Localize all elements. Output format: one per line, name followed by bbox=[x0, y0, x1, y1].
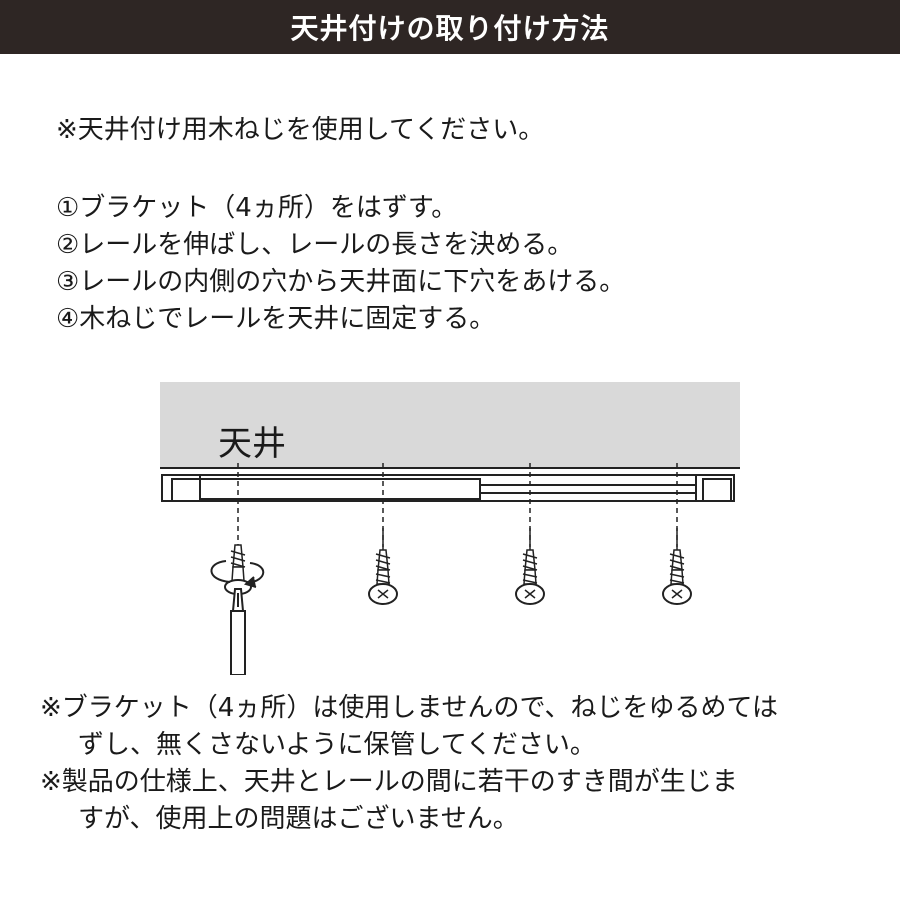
footer-notes: ※ブラケット（4ヵ所）は使用しませんので、ねじをゆるめては ずし、無くさないよう… bbox=[40, 690, 778, 838]
gap-note-line1: ※製品の仕様上、天井とレールの間に若干のすき間が生じま bbox=[40, 767, 738, 797]
screw-icon bbox=[224, 544, 252, 595]
screw-icon bbox=[515, 527, 545, 605]
screwdriver-icon bbox=[230, 588, 246, 675]
bracket-note-line1: ※ブラケット（4ヵ所）は使用しませんので、ねじをゆるめては bbox=[40, 693, 778, 723]
curtain-rail bbox=[161, 474, 735, 502]
step-4: ④木ねじでレールを天井に固定する。 bbox=[56, 304, 496, 334]
page-title: 天井付けの取り付け方法 bbox=[290, 12, 610, 45]
ceiling bbox=[160, 382, 740, 468]
screw-icon bbox=[662, 527, 692, 605]
bracket-note-line2: ずし、無くさないように保管してください。 bbox=[78, 730, 596, 760]
rotation-arrow-icon bbox=[210, 560, 265, 588]
step-3: ③レールの内側の穴から天井面に下穴をあける。 bbox=[56, 267, 626, 297]
screw-note: ※天井付け用木ねじを使用してください。 bbox=[56, 115, 545, 145]
screw-icon bbox=[368, 527, 398, 605]
page-header: 天井付けの取り付け方法 bbox=[0, 0, 900, 54]
step-1: ①ブラケット（4ヵ所）をはずす。 bbox=[56, 193, 458, 223]
installation-diagram: 天井 bbox=[160, 382, 740, 675]
instruction-steps: ①ブラケット（4ヵ所）をはずす。 ②レールを伸ばし、レールの長さを決める。 ③レ… bbox=[56, 190, 625, 338]
ceiling-label: 天井 bbox=[218, 424, 286, 464]
step-2: ②レールを伸ばし、レールの長さを決める。 bbox=[56, 230, 574, 260]
gap-note-line2: すが、使用上の問題はございません。 bbox=[78, 804, 519, 834]
